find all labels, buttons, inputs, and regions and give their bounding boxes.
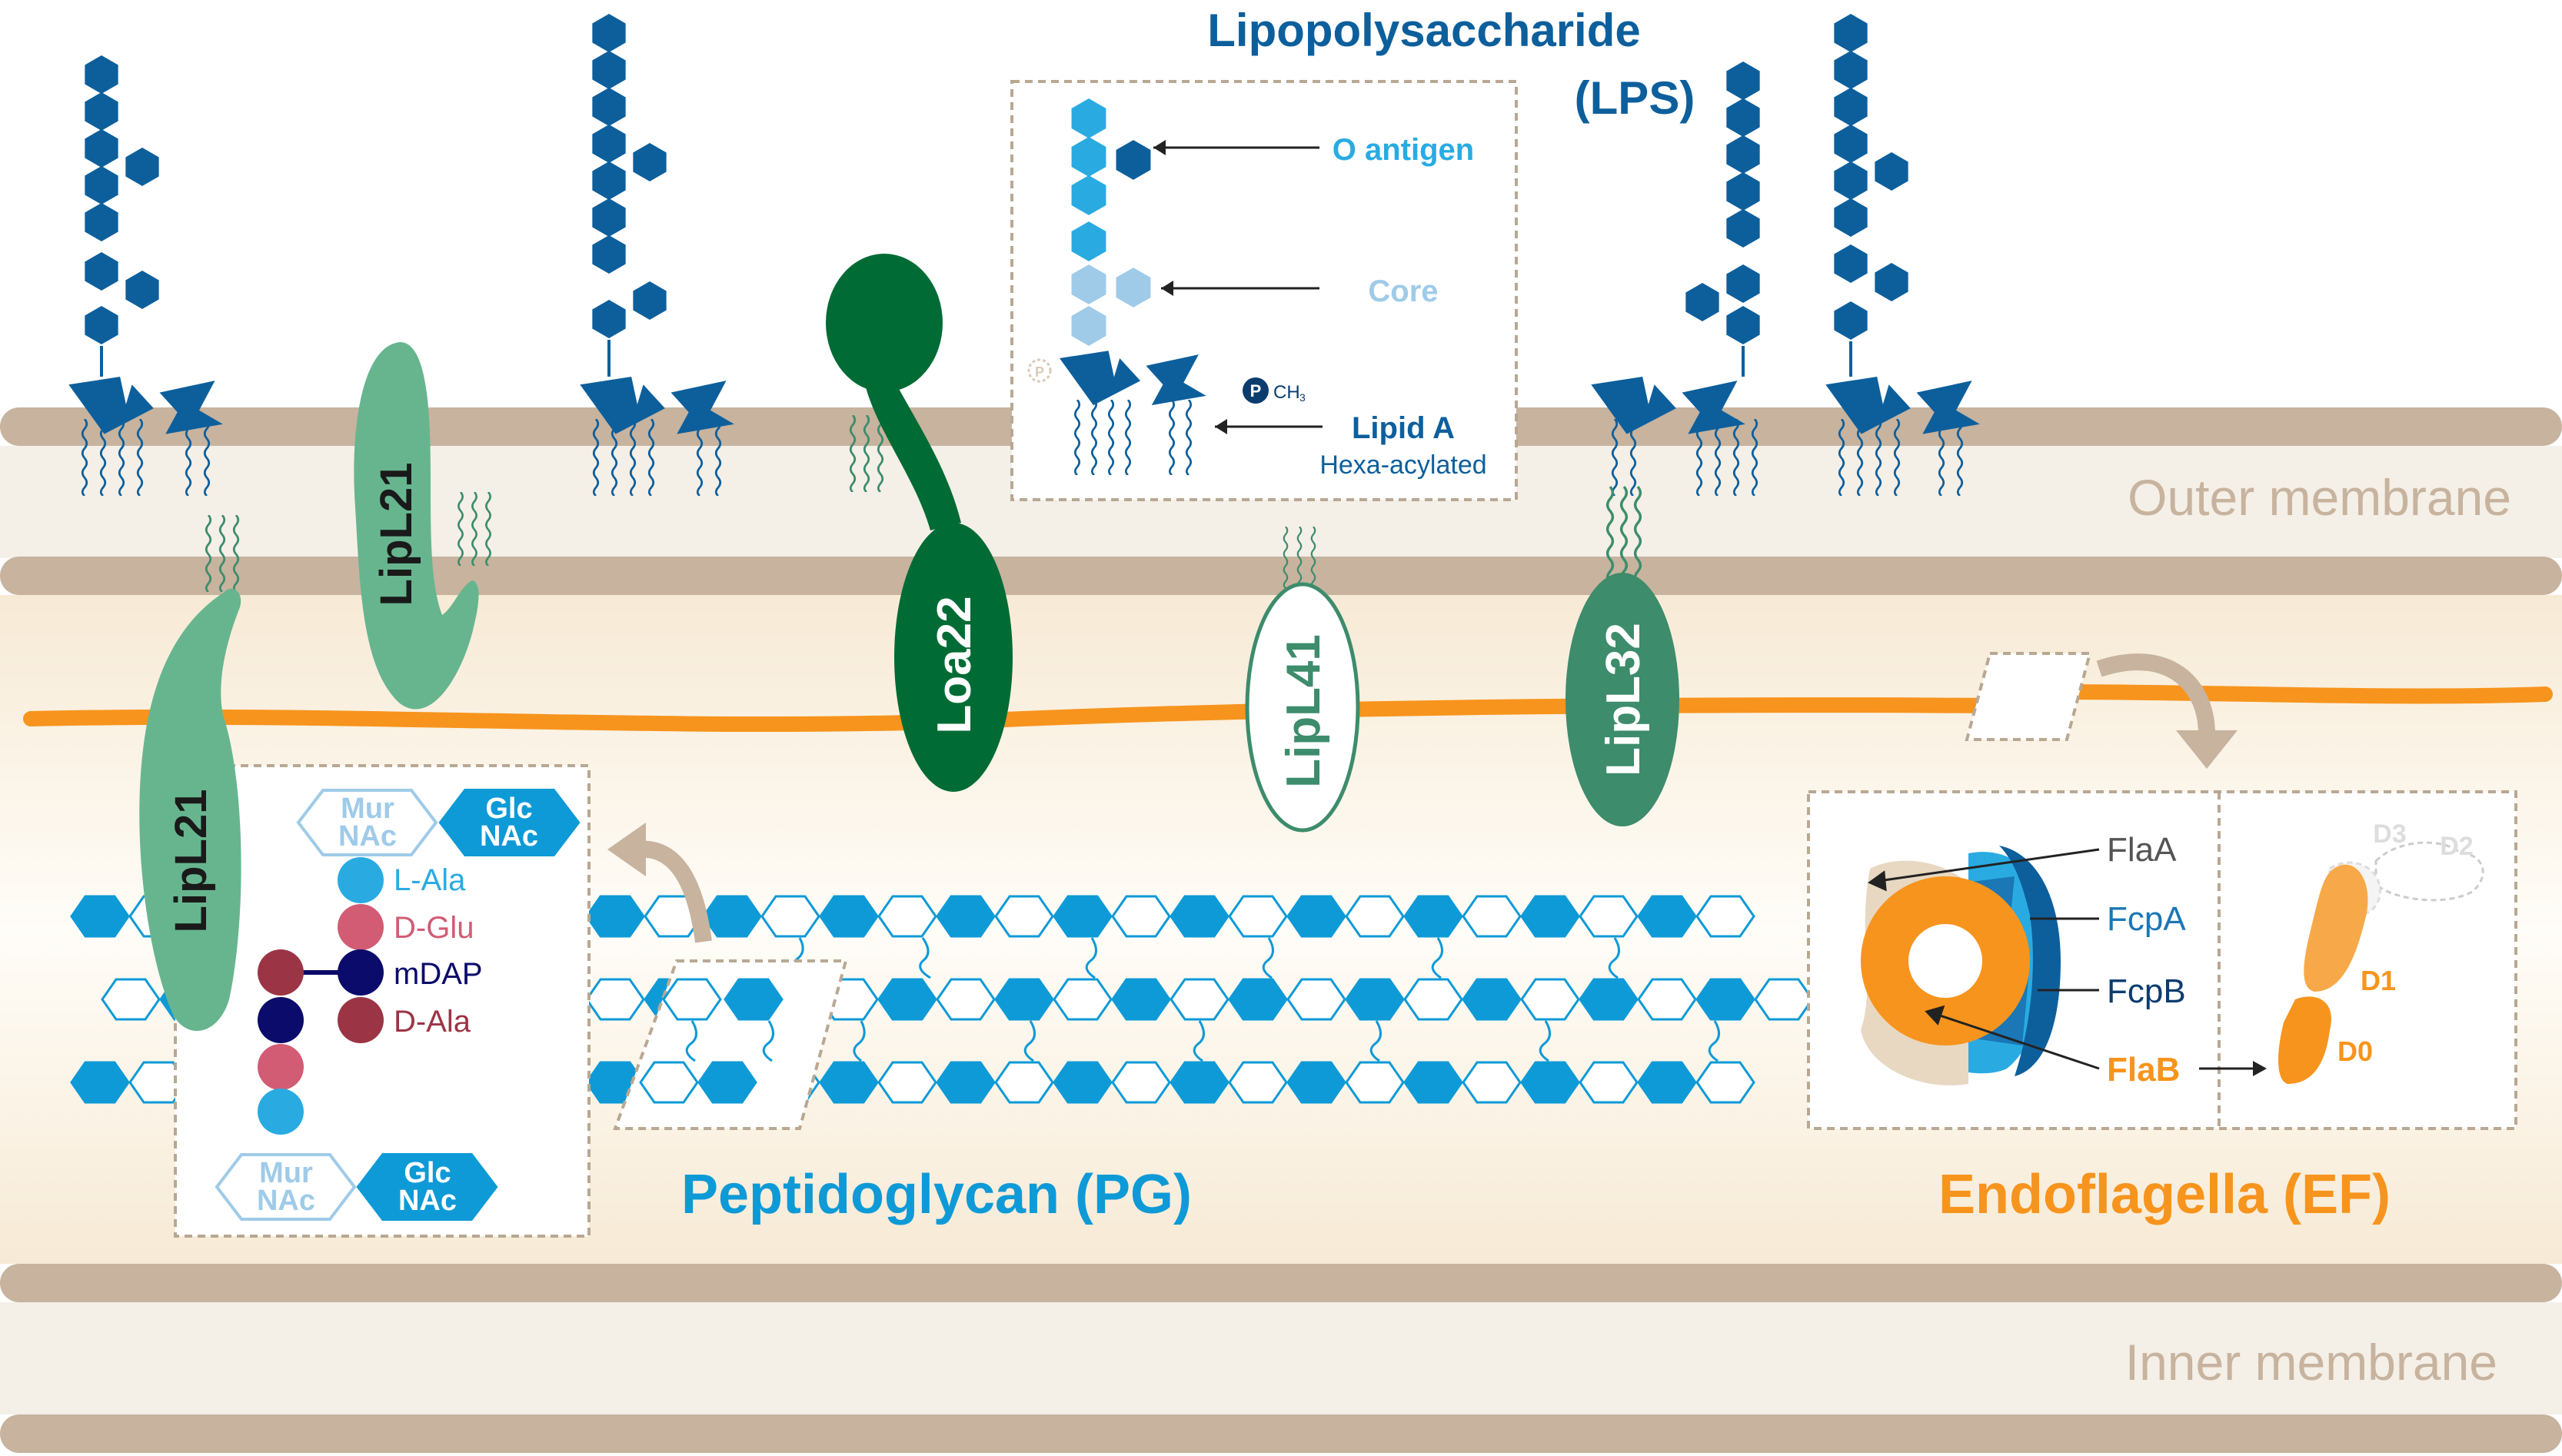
glcnac-bottom-line-1: Glc (404, 1157, 451, 1189)
o-antigen-label: O antigen (1333, 133, 1474, 167)
peptidoglycan-lattice (70, 895, 1814, 1104)
lipl32-label: LipL32 (1597, 623, 1650, 776)
murnac-bottom-line-1: Mur (259, 1157, 313, 1189)
d0-label: D0 (2337, 1035, 2373, 1067)
lps-structure-inset: P P CH 3 O antigen Core Lipid A Hexa-acy… (1010, 80, 1518, 501)
inner-membrane-band-top (0, 1264, 2562, 1302)
lipl21-bottom-protein: LipL21 (139, 515, 241, 1032)
flab-label: FlaB (2107, 1051, 2180, 1089)
mdap-residue (338, 949, 384, 996)
pg-crosslinks (791, 937, 1720, 1062)
lps-molecule-1 (68, 55, 223, 496)
glcnac-bottom (356, 1153, 498, 1221)
pg-zoom-arrow (637, 840, 712, 943)
phosphate-icon (1243, 377, 1269, 404)
lps-molecule-2 (580, 14, 734, 496)
flab-domain-model (2278, 841, 2484, 1084)
l-ala-residue (338, 857, 384, 903)
outer-membrane-label: Outer membrane (2128, 469, 2511, 526)
murnac-top-line-1: Mur (341, 793, 394, 825)
lps-title-line-1: Lipopolysaccharide (1207, 5, 1641, 56)
d-ala-residue (338, 997, 384, 1043)
glcnac-bottom-line-2: NAc (398, 1185, 457, 1217)
l-ala-residue-crosslinked (258, 1089, 304, 1135)
phosphate-label: P (1250, 381, 1262, 401)
methyl-label: CH (1273, 382, 1300, 403)
murnac-top-line-2: NAc (338, 820, 397, 853)
loa22-protein: Loa22 (826, 254, 1013, 792)
d-ala-residue-crosslinked (258, 949, 304, 996)
murnac-bottom-line-2: NAc (257, 1185, 315, 1217)
lipl21-bottom-label: LipL21 (166, 789, 216, 933)
d-glu-residue (338, 904, 384, 950)
lps-molecule-4 (1825, 14, 1980, 496)
hexa-acylated-label: Hexa-acylated (1319, 450, 1486, 480)
lipl32-protein: LipL32 (1565, 485, 1679, 826)
inner-membrane-label: Inner membrane (2125, 1334, 2497, 1391)
mdap-residue-crosslinked (258, 997, 304, 1043)
murnac-bottom (215, 1153, 357, 1221)
glcnac-top-line-2: NAc (480, 820, 538, 853)
endoflagella-label: Endoflagella (EF) (1938, 1164, 2391, 1225)
loa22-label: Loa22 (928, 596, 981, 733)
d-ala-label: D-Ala (394, 1005, 471, 1039)
endoflagella-inset: FlaA FcpA FcpB FlaB D3 D2 D1 D0 (1807, 790, 2517, 1130)
d1-label: D1 (2361, 965, 2396, 996)
lipl21-top-label: LipL21 (371, 463, 421, 607)
lipl41-label: LipL41 (1277, 634, 1330, 788)
lipid-a-label: Lipid A (1352, 411, 1455, 445)
peptidoglycan-label: Peptidoglycan (PG) (681, 1164, 1192, 1225)
ef-callout-lines (1868, 848, 2100, 1070)
pg-zoom-region (607, 823, 848, 1130)
lipl21-top-protein: LipL21 (354, 342, 492, 710)
d-glu-residue-crosslinked (258, 1044, 304, 1090)
fcpa-label: FcpA (2107, 900, 2186, 938)
flaa-label: FlaA (2107, 831, 2177, 869)
lps-title-line-2: (LPS) (1575, 72, 1695, 124)
core-label: Core (1368, 274, 1438, 308)
inner-membrane-band-bottom (0, 1414, 2562, 1453)
phosphate-faded (1027, 358, 1052, 383)
d3-label: D3 (2373, 819, 2406, 849)
filament-zoom-arrow (2096, 653, 2215, 735)
flagellum-cross-section (1861, 846, 2061, 1085)
d-glu-label: D-Glu (394, 911, 474, 945)
filament-cut-marker (1965, 652, 2092, 741)
glcnac-top (438, 789, 581, 856)
methyl-subscript: 3 (1299, 391, 1306, 404)
glcnac-top-line-1: Glc (485, 793, 532, 825)
inner-membrane-interior (0, 1302, 2562, 1414)
mdap-label: mDAP (394, 957, 483, 991)
pg-monomer-inset: Mur NAc Glc NAc L-Ala D-Glu mDAP D-Ala M… (174, 764, 591, 1238)
lipl41-protein: LipL41 (1245, 527, 1360, 833)
d2-label: D2 (2440, 832, 2473, 861)
l-ala-label: L-Ala (394, 863, 466, 897)
outer-membrane-band-bottom (0, 557, 2562, 595)
lps-molecule-3 (1591, 61, 1760, 496)
fcpb-label: FcpB (2107, 972, 2186, 1010)
phosphate-faded-label: P (1035, 364, 1044, 380)
murnac-top (296, 789, 438, 856)
